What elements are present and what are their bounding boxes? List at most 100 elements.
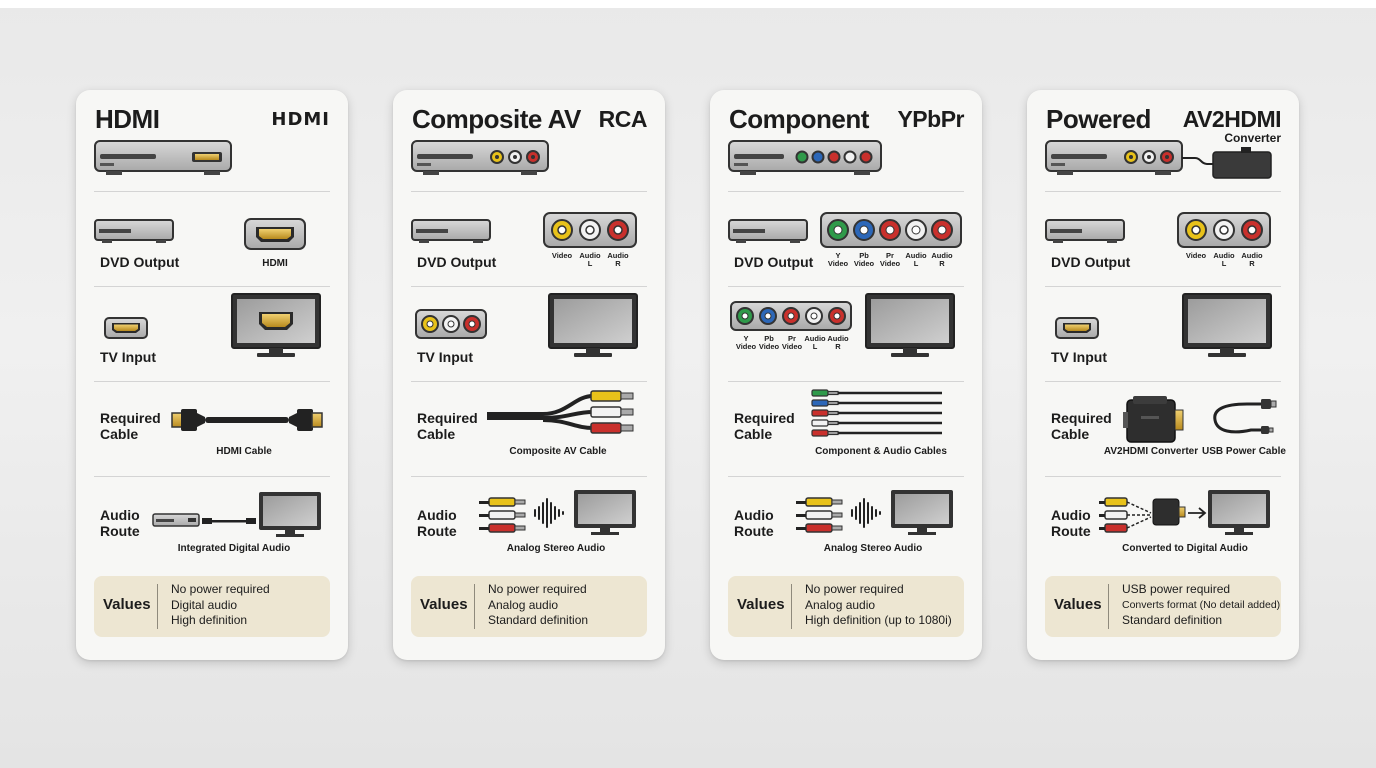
port-label-audio-r: Audio R xyxy=(607,251,629,268)
component-input-ports-icon xyxy=(730,301,852,331)
usb-cable-label: USB Power Cable xyxy=(1202,446,1286,457)
tv-input-row: TV Input xyxy=(76,287,348,381)
port-label: Audio R xyxy=(827,334,849,351)
values-separator xyxy=(1108,584,1109,629)
value-item: High definition xyxy=(171,613,248,627)
tv-icon xyxy=(1182,293,1272,357)
component-cable-label: Component & Audio Cables xyxy=(815,446,947,457)
top-band xyxy=(0,0,1376,8)
dvd-player-icon xyxy=(1045,219,1125,243)
converter-label: AV2HDMI Converter xyxy=(1103,446,1199,457)
tv-icon xyxy=(231,293,321,357)
values-list: No power required Analog audio High defi… xyxy=(805,582,952,629)
value-item: Analog audio xyxy=(488,597,559,612)
hdmi-cable-icon xyxy=(171,409,323,431)
values-box: Values USB power required Converts forma… xyxy=(1045,576,1281,637)
required-cable-label: Required Cable xyxy=(734,410,795,442)
required-cable-row: Required Cable HDMI Cable xyxy=(76,382,348,476)
port-label: Audio R xyxy=(931,251,953,268)
hdmi-port-label: HDMI xyxy=(262,258,288,269)
divider xyxy=(411,476,647,477)
card-title: Composite AV xyxy=(412,104,581,134)
divider xyxy=(411,286,647,287)
hdmi-input-port-icon xyxy=(1055,317,1099,339)
port-label-audio-r: Audio R xyxy=(1241,251,1263,268)
card-tag-main: AV2HDMI xyxy=(1182,106,1282,132)
card-tag-sub: Converter xyxy=(1224,131,1281,145)
hdmi-short-cable-icon xyxy=(202,518,256,524)
component-audio-cables-icon xyxy=(811,389,942,437)
component-output-ports-icon xyxy=(820,212,962,248)
tv-icon xyxy=(865,293,955,357)
hdmi-logo: HDMI xyxy=(271,109,330,130)
dvd-player-icon xyxy=(728,219,808,243)
value-item: No power required xyxy=(805,582,904,596)
tv-icon xyxy=(891,490,953,535)
dvd-output-row: DVD Output HDMI xyxy=(76,192,348,286)
value-item: Converts format (No detail added) xyxy=(1122,598,1281,611)
dvd-output-label: DVD Output xyxy=(417,254,497,270)
card-tag: YPbPr xyxy=(897,106,964,132)
required-cable-row: Required Cable Composite AV Cable xyxy=(393,382,665,476)
values-box: Values No power required Analog audio St… xyxy=(411,576,647,637)
rca-plugs-icon xyxy=(1099,497,1152,533)
card-title: Component xyxy=(729,104,869,134)
value-item: Analog audio xyxy=(805,597,876,612)
values-list: No power required Digital audio High def… xyxy=(171,582,270,629)
value-item: Standard definition xyxy=(488,613,589,627)
audio-caption: Analog Stereo Audio xyxy=(823,543,923,554)
card-powered: Powered AV2HDMI Converter DVD Output Vid… xyxy=(1027,90,1299,660)
port-label: Y Video xyxy=(735,334,757,351)
value-item: USB power required xyxy=(1122,582,1231,596)
tv-input-label: TV Input xyxy=(100,349,156,365)
port-label: Audio L xyxy=(905,251,927,268)
port-label: Pb Video xyxy=(853,251,875,268)
card-tag: AV2HDMI Converter xyxy=(1182,106,1282,145)
port-label: Pr Video xyxy=(781,334,803,351)
values-label: Values xyxy=(737,596,785,613)
audio-route-row: Audio Route Analog Stereo Audio xyxy=(393,477,665,571)
usb-power-cable-icon xyxy=(1213,399,1277,434)
required-cable-row: Required Cable AV2HDMI Converter USB Pow… xyxy=(1027,382,1299,476)
port-label: Pb Video xyxy=(758,334,780,351)
tv-input-label: TV Input xyxy=(1051,349,1107,365)
required-cable-label: Required Cable xyxy=(1051,410,1112,442)
hdmi-cable-label: HDMI Cable xyxy=(216,446,272,457)
card-tag: RCA xyxy=(598,106,648,132)
tv-icon xyxy=(1208,490,1270,535)
values-separator xyxy=(791,584,792,629)
sound-wave-icon xyxy=(851,498,881,528)
value-item: Digital audio xyxy=(171,597,238,612)
tv-icon xyxy=(574,490,636,535)
divider xyxy=(1045,191,1281,192)
dvd-output-label: DVD Output xyxy=(100,254,180,270)
tv-input-row: Y Video Pb Video Pr Video Audio L Audio … xyxy=(710,287,982,381)
card-hdmi: HDMI HDMI DVD Output HDMI TV Input xyxy=(76,90,348,660)
port-label: Audio L xyxy=(804,334,826,351)
divider xyxy=(94,476,330,477)
dvd-output-label: DVD Output xyxy=(1051,254,1131,270)
divider xyxy=(411,191,647,192)
dvd-player-header-icon xyxy=(728,140,882,175)
rca-plugs-icon xyxy=(479,497,526,533)
arrow-right-icon xyxy=(1188,507,1207,519)
dvd-output-row: DVD Output Video Audio L Audio R xyxy=(1027,192,1299,286)
value-item: High definition (up to 1080i) xyxy=(805,613,952,627)
audio-route-row: Audio Route Analog Stereo Audio xyxy=(710,477,982,571)
divider xyxy=(94,191,330,192)
rca-output-ports-icon xyxy=(1177,212,1271,248)
audio-caption: Analog Stereo Audio xyxy=(506,543,606,554)
divider xyxy=(728,286,964,287)
dvd-player-header-icon xyxy=(411,140,549,175)
audio-route-row: Audio Route Integrated Digital Audio xyxy=(76,477,348,571)
hdmi-port-icon xyxy=(244,218,306,250)
divider xyxy=(94,381,330,382)
values-separator xyxy=(474,584,475,629)
dvd-output-row: DVD Output Video Audio L Audio R xyxy=(393,192,665,286)
tv-input-row: TV Input xyxy=(1027,287,1299,381)
composite-cable-label: Composite AV Cable xyxy=(509,446,607,457)
port-label: Y Video xyxy=(827,251,849,268)
audio-caption: Converted to Digital Audio xyxy=(1122,543,1248,554)
divider xyxy=(728,191,964,192)
value-item: No power required xyxy=(171,582,270,596)
